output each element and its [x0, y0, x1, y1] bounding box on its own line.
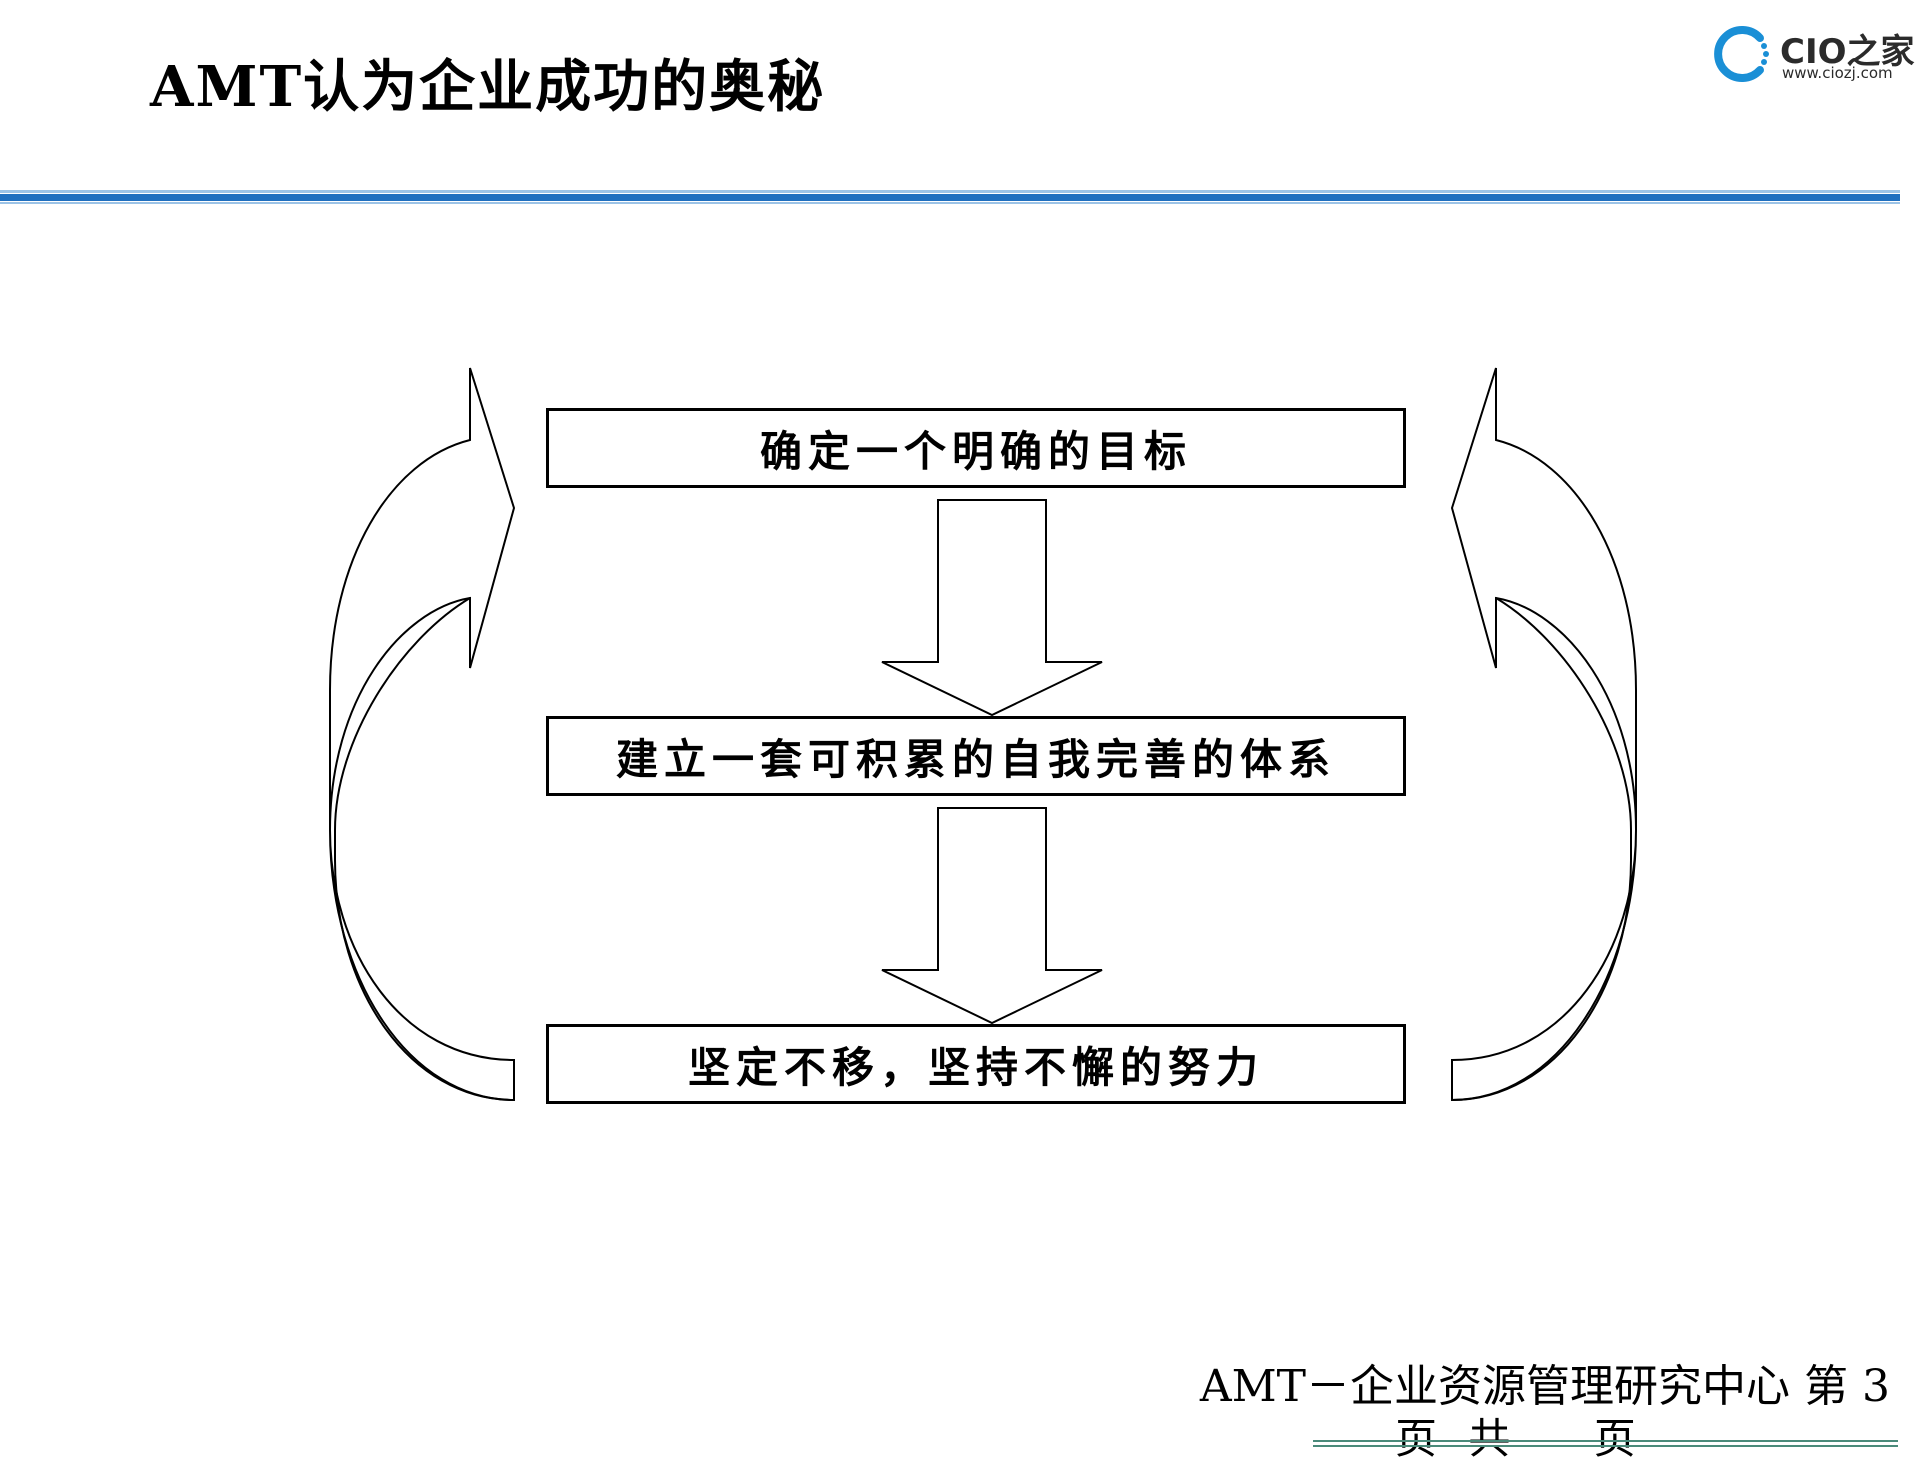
- header-rule: [0, 190, 1900, 204]
- footer-page-unit: 页: [1395, 1414, 1438, 1463]
- footer-total-unit: 页: [1593, 1414, 1636, 1463]
- right-feedback-arrow-outer: [1450, 367, 1638, 1102]
- step-box-goal: 确定一个明确的目标: [546, 408, 1406, 488]
- logo-brand: CIO之家: [1780, 32, 1915, 72]
- footer-rule: [1313, 1440, 1898, 1447]
- step-box-system: 建立一套可积累的自我完善的体系: [546, 716, 1406, 796]
- left-feedback-arrow-outer: [328, 367, 516, 1102]
- slide-title: AMT认为企业成功的奥秘: [150, 54, 826, 120]
- footer-page-prefix: 第: [1804, 1361, 1848, 1412]
- footer-page-line: 页 共 页: [1395, 1405, 1636, 1466]
- footer-total-prefix: 共: [1468, 1414, 1511, 1463]
- down-arrow-1: [881, 499, 1103, 717]
- footer-page-number: 3: [1862, 1361, 1890, 1412]
- cio-logo: CIO之家 www.ciozj.com: [1712, 22, 1915, 92]
- down-arrow-2: [881, 807, 1103, 1025]
- step-box-effort: 坚定不移，坚持不懈的努力: [546, 1024, 1406, 1104]
- footer-org-line: AMT－企业资源管理研究中心 第 3: [1120, 1350, 1890, 1414]
- cio-logo-icon: [1714, 26, 1769, 82]
- right-feedback-arrow-inner: [1451, 597, 1632, 1101]
- footer-org: AMT－企业资源管理研究中心: [1199, 1361, 1790, 1412]
- left-feedback-arrow-inner: [334, 597, 515, 1101]
- logo-url: www.ciozj.com: [1782, 64, 1893, 82]
